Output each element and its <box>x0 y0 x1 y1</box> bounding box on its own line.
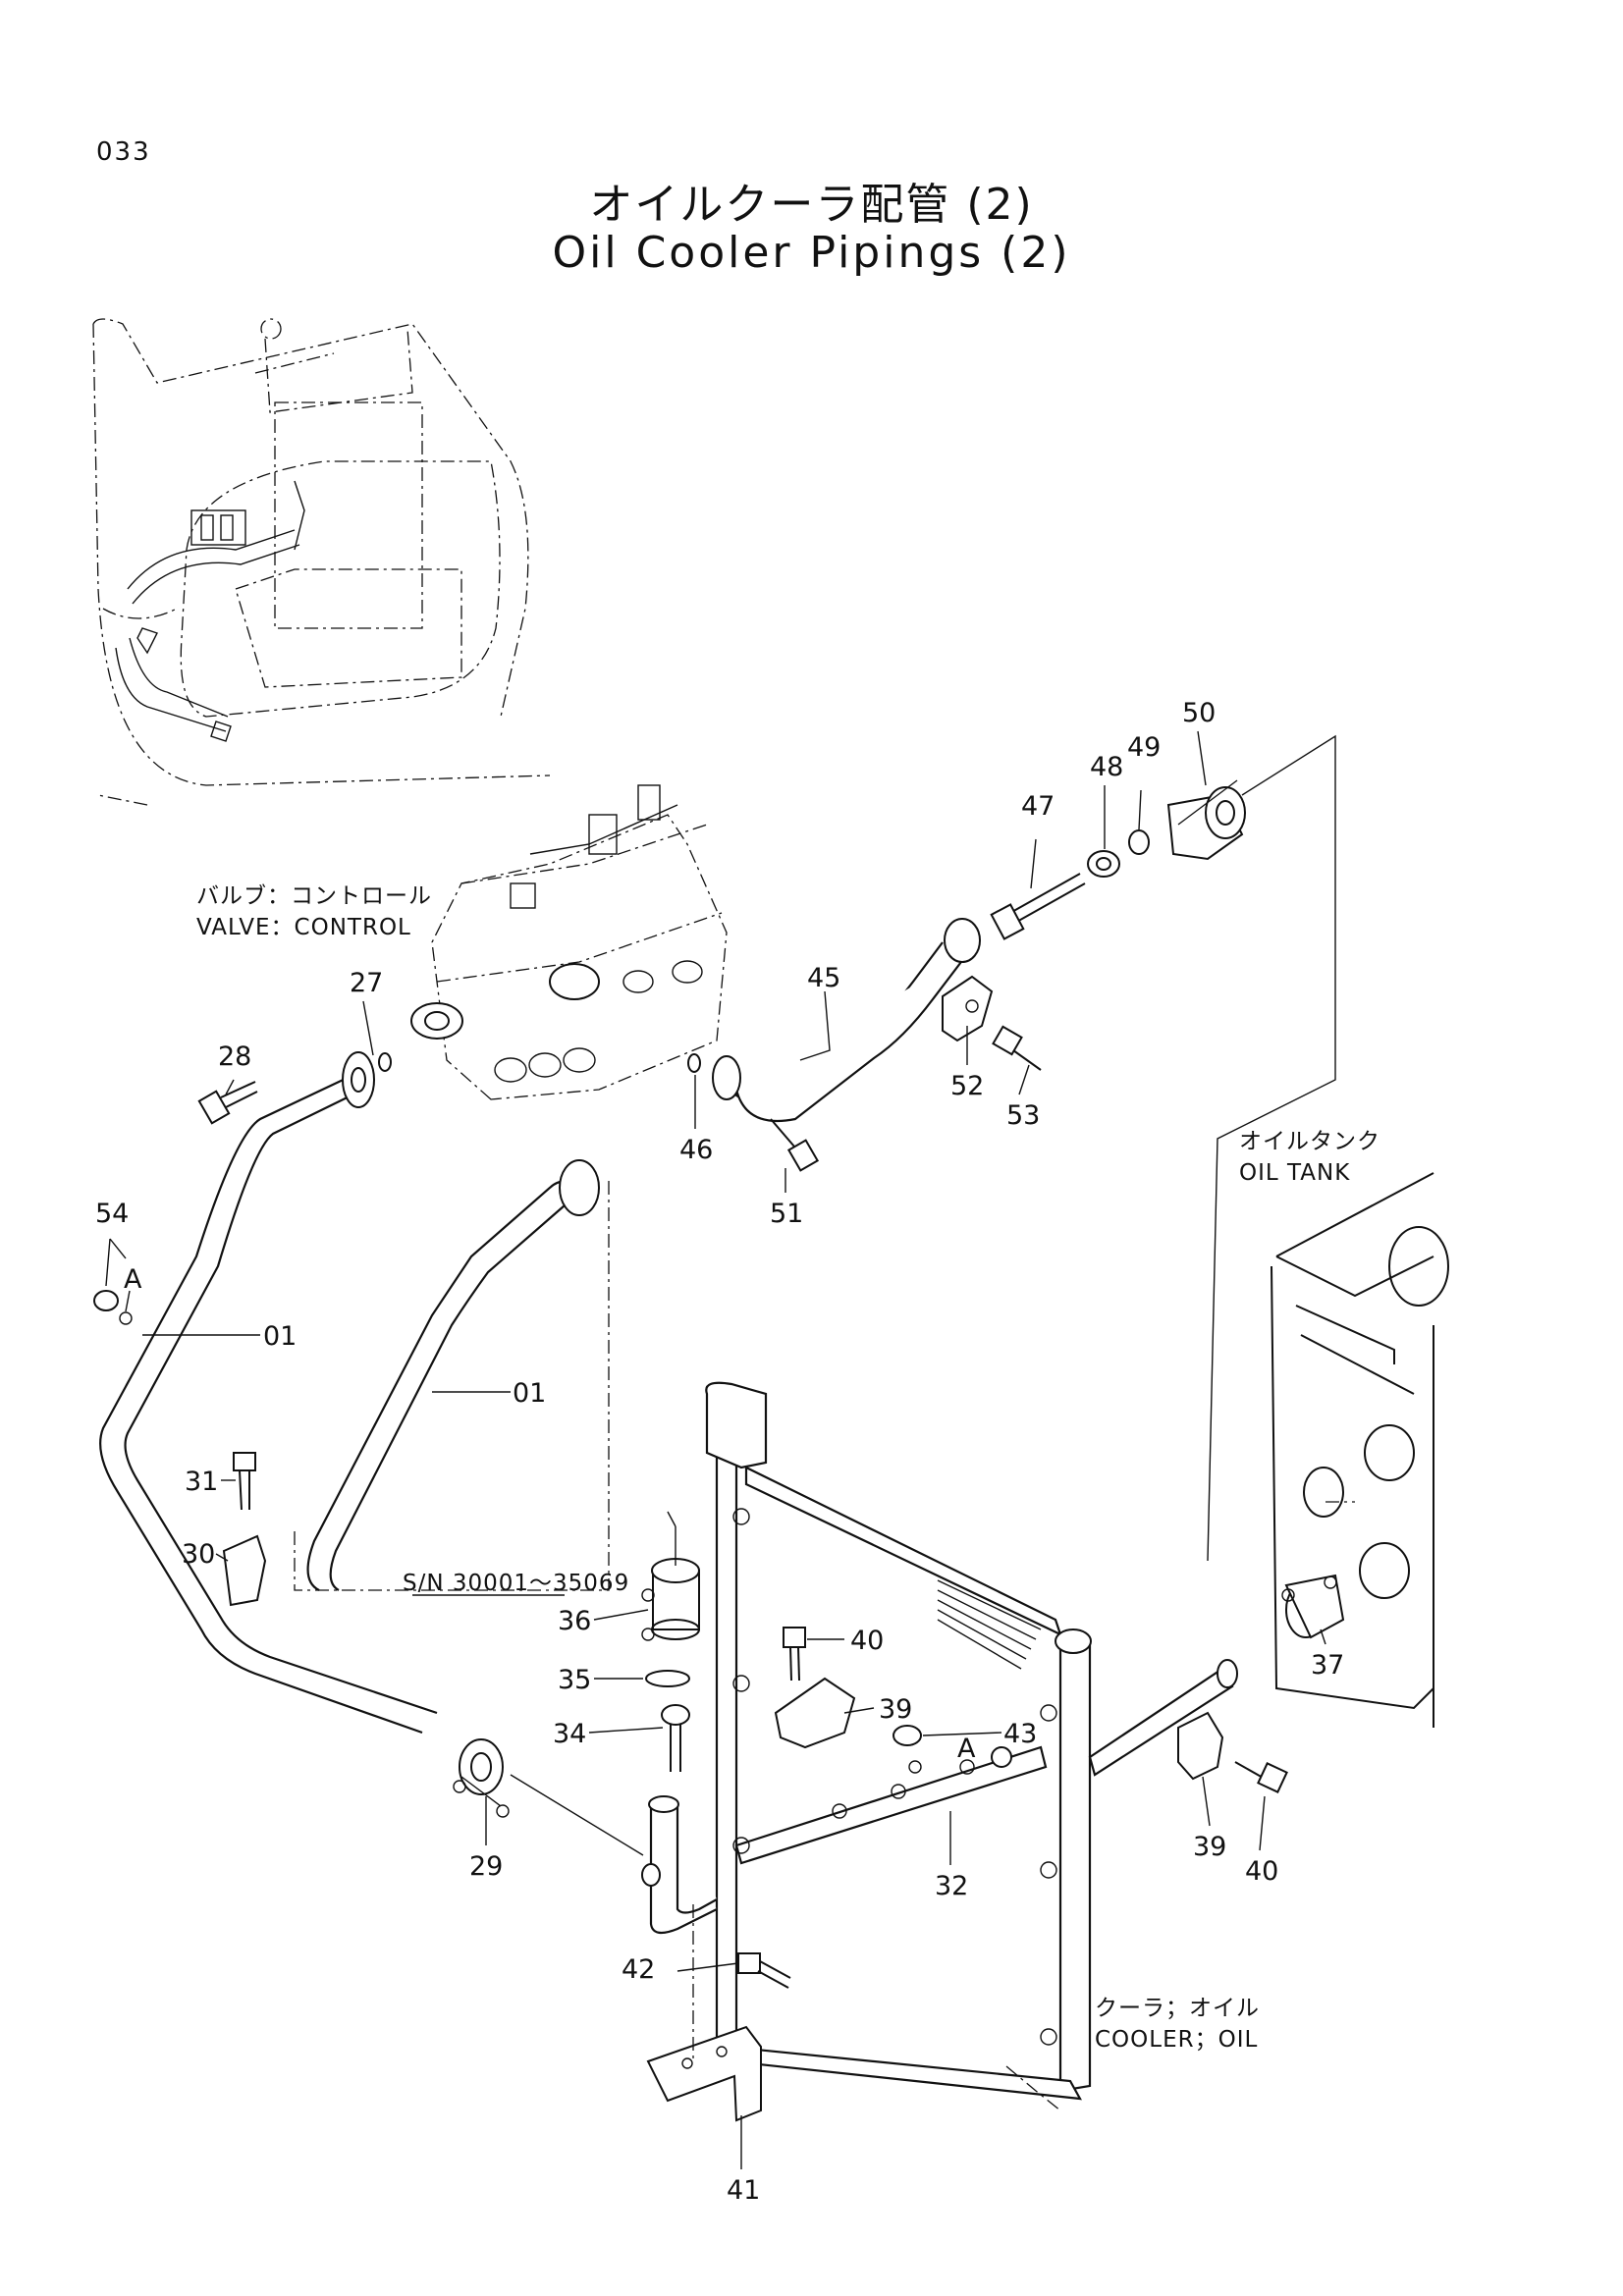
part-number-30: 30 <box>182 1539 215 1570</box>
bolt-40-center <box>783 1627 806 1682</box>
bolt-51 <box>770 1118 820 1172</box>
part-number-01: 01 <box>513 1378 546 1409</box>
clamp-37 <box>1281 1574 1345 1639</box>
o-rings <box>378 1052 701 1073</box>
part-number-40: 40 <box>1245 1856 1278 1887</box>
part-number-35: 35 <box>558 1665 591 1695</box>
part-numbers: 50 49 48 47 27 28 45 46 51 52 53 54 01 0… <box>95 698 1344 2206</box>
part-number-50: 50 <box>1182 698 1216 728</box>
part-number-28: 28 <box>218 1041 251 1072</box>
part-number-36: 36 <box>558 1606 591 1636</box>
bolt-31 <box>233 1452 256 1511</box>
tank-label-jp: オイルタンク <box>1239 1129 1380 1154</box>
bolt-47 <box>990 873 1086 940</box>
part-number-42: 42 <box>622 1954 655 1985</box>
part-number-37: 37 <box>1311 1650 1344 1681</box>
part-number-01: 01 <box>263 1321 297 1352</box>
plug-54 <box>93 1238 133 1325</box>
machine-body-sketch <box>92 318 551 806</box>
leader-50 <box>1207 734 1336 1562</box>
screw-34 <box>661 1704 690 1772</box>
part-number-46: 46 <box>679 1135 713 1165</box>
pipe-45 <box>712 918 981 1123</box>
bracket-52 <box>942 975 994 1042</box>
leader-lines <box>142 730 1326 2169</box>
cooler-label-en: COOLER；OIL <box>1095 2027 1258 2053</box>
bolt-28 <box>197 1081 258 1125</box>
leader-29-connector <box>510 1774 644 1856</box>
part-number-53: 53 <box>1006 1100 1040 1131</box>
tank-label-en: OIL TANK <box>1239 1160 1350 1186</box>
oil-cooler <box>705 1381 1238 2111</box>
title-english: Oil Cooler Pipings (2) <box>552 228 1071 278</box>
part-number-54: 54 <box>95 1199 129 1229</box>
part-number-49: 49 <box>1127 732 1161 763</box>
serial-range-label: S/N 30001～35069 <box>403 1571 629 1596</box>
part-number-27: 27 <box>350 968 383 998</box>
text-labels: バルブ：コントロール VALVE：CONTROL オイルタンク OIL TANK… <box>124 883 1380 2053</box>
part-number-34: 34 <box>553 1719 586 1749</box>
part-number-32: 32 <box>935 1871 968 1901</box>
bracket-41 <box>646 2025 762 2122</box>
part-number-41: 41 <box>727 2175 760 2206</box>
clamp-29 <box>453 1738 510 1818</box>
clamp-50 <box>1166 779 1246 861</box>
part-number-29: 29 <box>469 1851 503 1882</box>
bracket-39-center <box>774 1677 856 1749</box>
part-number-47: 47 <box>1021 791 1055 822</box>
clamp-36 <box>641 1511 700 1641</box>
collar-48 <box>1087 850 1120 878</box>
cooler-label-jp: クーラ；オイル <box>1095 1996 1260 2021</box>
page-number: 033 <box>96 137 151 167</box>
control-valve <box>410 784 728 1100</box>
part-number-48: 48 <box>1090 752 1123 782</box>
part-number-39: 39 <box>879 1694 912 1725</box>
bolt-53 <box>992 1025 1042 1071</box>
part-number-31: 31 <box>185 1467 218 1497</box>
bolt-42 <box>737 1952 791 1989</box>
part-number-40: 40 <box>850 1626 884 1656</box>
valve-label-jp: バルブ：コントロール <box>196 883 432 909</box>
bolt-40-right <box>1234 1761 1288 1793</box>
ring-49 <box>1128 829 1150 855</box>
part-number-43: 43 <box>1003 1719 1037 1749</box>
valve-label-en: VALVE：CONTROL <box>196 915 411 940</box>
bracket-30 <box>222 1534 267 1607</box>
part-number-52: 52 <box>950 1071 984 1101</box>
ring-35 <box>645 1670 690 1687</box>
part-number-45: 45 <box>807 963 840 993</box>
part-number-39: 39 <box>1193 1832 1226 1862</box>
ref-a-label: A <box>124 1264 142 1295</box>
plug-43 <box>893 1725 922 1774</box>
cooler-inlet-pipe <box>641 1795 718 1935</box>
title-japanese: オイルクーラ配管 (2) <box>589 180 1034 230</box>
pipe-01-left <box>99 1051 438 1735</box>
ref-a-label: A <box>957 1734 976 1764</box>
pipe-01-right <box>294 1159 610 1591</box>
oil-tank <box>1271 1172 1449 1728</box>
bracket-39-right <box>1177 1711 1224 1781</box>
part-number-51: 51 <box>770 1199 803 1229</box>
